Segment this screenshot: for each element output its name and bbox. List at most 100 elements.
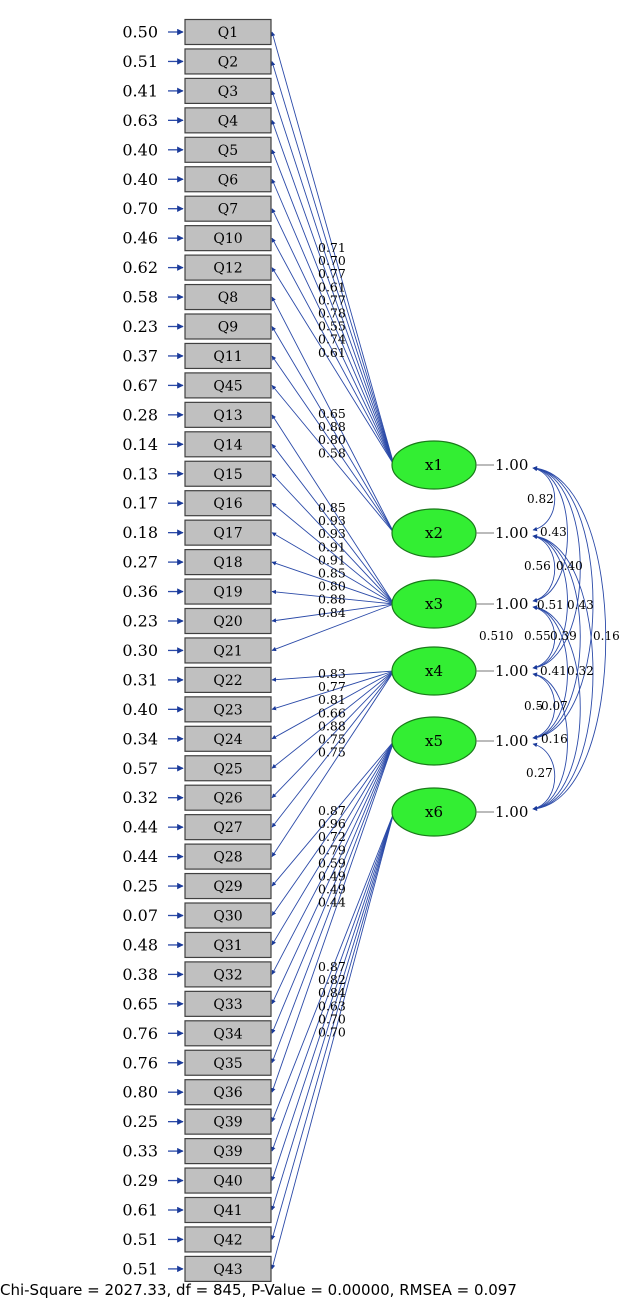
loading-value: 0.75	[318, 732, 346, 747]
indicator-box	[184, 578, 272, 605]
loading-value: 0.72	[318, 829, 346, 844]
loading-path	[271, 811, 395, 1211]
loading-path	[271, 603, 395, 652]
loading-value: 0.85	[318, 566, 346, 581]
indicator-label: Q41	[213, 1203, 242, 1219]
indicator-label: Q6	[218, 172, 238, 188]
error-variance: 0.46	[122, 229, 158, 248]
loading-value: 0.93	[318, 526, 346, 541]
indicator-label: Q11	[213, 349, 242, 365]
error-variance: 0.23	[122, 612, 158, 631]
loading-path	[271, 740, 395, 1005]
indicator-box	[184, 519, 272, 546]
indicator-label: Q25	[213, 761, 242, 777]
factor-variance: 1.00	[495, 595, 528, 613]
loading-path	[271, 670, 395, 857]
loading-value: 0.88	[318, 592, 346, 607]
indicator-label: Q36	[213, 1085, 242, 1101]
indicator-label: Q43	[213, 1262, 242, 1278]
covariance-value: 0.39	[550, 629, 577, 643]
loading-path	[271, 267, 395, 466]
loading-path	[271, 740, 395, 916]
error-variance: 0.23	[122, 317, 158, 336]
error-variance: 0.58	[122, 288, 158, 307]
loading-value: 0.84	[318, 605, 346, 620]
loading-path	[270, 31, 395, 466]
indicator-box	[184, 1079, 272, 1106]
indicator-box	[184, 548, 272, 576]
loading-path	[270, 811, 395, 1270]
indicator-box	[184, 1108, 272, 1135]
covariance-value: 0.16	[593, 629, 620, 643]
indicator-label: Q22	[213, 673, 242, 689]
indicator-label: Q13	[213, 408, 242, 424]
covariance-arc	[532, 534, 568, 670]
indicator-box	[184, 107, 272, 134]
indicator-box	[184, 931, 272, 959]
loading-value: 0.80	[318, 432, 346, 447]
error-variance: 0.30	[122, 641, 158, 660]
loading-value: 0.96	[318, 816, 346, 831]
indicator-box	[184, 313, 272, 340]
factor-variance: 1.00	[495, 456, 528, 474]
loading-value: 0.83	[318, 666, 346, 681]
loading-value: 0.70	[318, 1025, 346, 1040]
indicator-box	[184, 136, 272, 163]
loading-path	[271, 670, 395, 769]
loading-value: 0.78	[318, 306, 346, 321]
covariance-value: 0.27	[526, 766, 553, 780]
covariance-arc	[532, 742, 556, 811]
error-variance: 0.29	[122, 1171, 158, 1190]
error-variance: 0.63	[122, 111, 158, 130]
loading-value: 0.91	[318, 552, 346, 567]
error-variance: 0.51	[122, 52, 158, 71]
loading-path	[271, 670, 395, 740]
loading-path	[271, 502, 395, 605]
error-variance: 0.48	[122, 935, 158, 954]
indicator-label: Q40	[213, 1174, 242, 1190]
loading-path	[271, 237, 395, 466]
indicator-box	[184, 225, 272, 252]
indicator-label: Q5	[218, 143, 238, 159]
indicator-box	[184, 1255, 272, 1283]
loading-value: 0.61	[318, 345, 346, 360]
covariance-arc	[532, 672, 568, 811]
loading-value: 0.49	[318, 869, 346, 884]
indicator-label: Q7	[218, 202, 238, 218]
loading-path	[271, 603, 395, 623]
indicator-box	[184, 431, 272, 458]
covariance-arc	[532, 672, 556, 740]
error-variance: 0.38	[122, 965, 158, 984]
error-variance: 0.44	[122, 818, 158, 837]
latent-label: x2	[425, 524, 443, 542]
loading-path	[271, 740, 395, 1093]
covariance-arc	[532, 466, 581, 670]
covariance-value: 0.40	[556, 559, 583, 573]
indicator-label: Q15	[213, 467, 242, 483]
covariance-value: 0.51	[537, 598, 564, 612]
loading-path	[271, 811, 395, 1152]
error-variance: 0.65	[122, 994, 158, 1013]
latent-label: x4	[425, 662, 443, 680]
loading-value: 0.93	[318, 513, 346, 528]
indicator-label: Q24	[213, 732, 242, 748]
error-variance: 0.40	[122, 170, 158, 189]
indicator-box	[184, 872, 272, 900]
loading-path	[271, 740, 395, 946]
indicator-box	[184, 961, 272, 988]
loading-path	[271, 532, 395, 605]
error-variance: 0.37	[122, 346, 158, 365]
loading-path	[271, 670, 395, 711]
loading-value: 0.63	[318, 998, 346, 1013]
loading-path	[271, 740, 395, 887]
error-variance: 0.51	[122, 1230, 158, 1249]
error-variance: 0.34	[122, 729, 158, 748]
indicator-label: Q29	[213, 879, 242, 895]
indicator-label: Q1	[218, 25, 238, 41]
error-variance: 0.07	[122, 906, 158, 925]
indicator-label: Q26	[213, 791, 242, 807]
loading-path	[271, 149, 395, 466]
